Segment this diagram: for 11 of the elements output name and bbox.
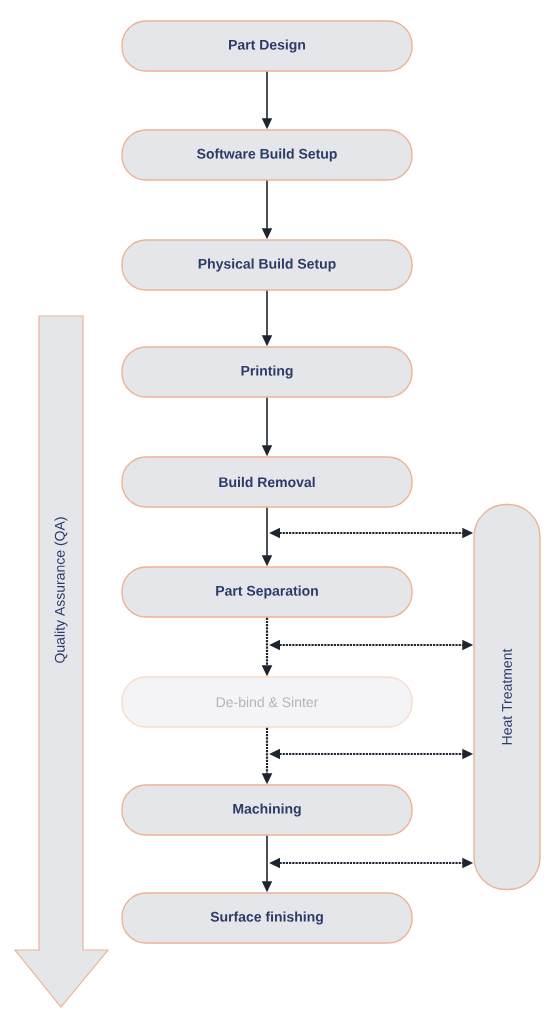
process-box: Part Separation (121, 566, 413, 618)
down-arrow-band: Quality Assurance (QA) (13, 315, 110, 1008)
process-box: Software Build Setup (121, 129, 413, 181)
process-box: De-bind & Sinter (121, 676, 413, 728)
process-box: Machining (121, 784, 413, 836)
process-box: Part Design (121, 20, 413, 72)
process-box: Build Removal (121, 456, 413, 508)
process-box: Physical Build Setup (121, 239, 413, 291)
process-box: Surface finishing (121, 892, 413, 944)
process-box: Printing (121, 346, 413, 398)
process-band: Heat Treatment (473, 503, 541, 891)
